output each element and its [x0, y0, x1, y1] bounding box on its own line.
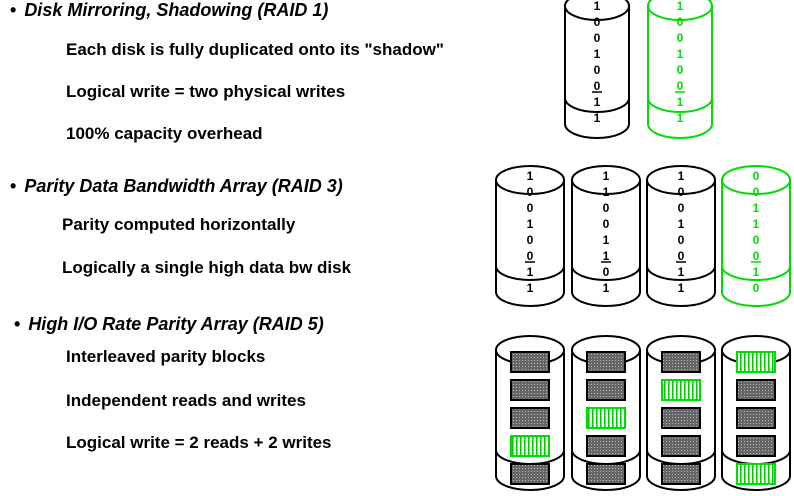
raid5-line-1: Interleaved parity blocks [66, 347, 266, 366]
bit-label: 0 [527, 233, 534, 247]
bullet: • [10, 0, 17, 20]
bit-label: 0 [677, 79, 684, 93]
bit-label: 1 [527, 217, 534, 231]
bit-label: 0 [527, 201, 534, 215]
bit-label: 0 [753, 249, 760, 263]
bit-label: 1 [677, 0, 684, 13]
raid5-disk [721, 335, 791, 491]
data-block [661, 463, 701, 485]
data-block [586, 463, 626, 485]
bit-label: 0 [678, 201, 685, 215]
data-block [736, 379, 776, 401]
raid3-heading: •Parity Data Bandwidth Array (RAID 3) [10, 176, 343, 196]
bit-label: 0 [678, 249, 685, 263]
parity-block [661, 379, 701, 401]
bullet: • [14, 314, 21, 334]
raid5-disk [646, 335, 716, 491]
parity-block [736, 463, 776, 485]
raid5-line-3: Logical write = 2 reads + 2 writes [66, 433, 332, 452]
raid5-disk [495, 335, 565, 491]
bit-label: 0 [527, 185, 534, 199]
bit-label: 1 [677, 111, 684, 125]
data-block [736, 435, 776, 457]
raid1-disk: 1 0 0 1 0 0 1 1 [564, 0, 630, 139]
parity-block [736, 351, 776, 373]
parity-block [586, 407, 626, 429]
bit-label: 0 [594, 79, 601, 93]
bit-label: 1 [603, 169, 610, 183]
bit-label: 0 [753, 169, 760, 183]
data-block [510, 407, 550, 429]
data-block [510, 351, 550, 373]
bit-label: 1 [527, 281, 534, 295]
bit-label: 0 [594, 63, 601, 77]
parity-block [510, 435, 550, 457]
raid1-disk: 1 0 0 1 0 0 1 1 [647, 0, 713, 139]
raid3-line-2: Logically a single high data bw disk [62, 258, 352, 277]
bit-label: 0 [678, 185, 685, 199]
raid1-line-1: Each disk is fully duplicated onto its "… [66, 40, 444, 59]
bit-label: 1 [527, 169, 534, 183]
raid1-heading: •Disk Mirroring, Shadowing (RAID 1) [10, 0, 329, 20]
bit-label: 0 [677, 15, 684, 29]
raid5-line-2: Independent reads and writes [66, 391, 306, 410]
bit-label: 0 [594, 15, 601, 29]
bit-label: 0 [594, 31, 601, 45]
bit-label: 1 [677, 47, 684, 61]
bit-label: 1 [594, 95, 601, 109]
data-block [510, 463, 550, 485]
data-block [586, 435, 626, 457]
bit-label: 1 [594, 111, 601, 125]
bit-label: 1 [753, 201, 760, 215]
raid5-disk [571, 335, 641, 491]
raid3-disk: 1 0 0 1 0 0 1 1 [495, 165, 565, 307]
bit-label: 1 [594, 47, 601, 61]
bit-label: 1 [678, 265, 685, 279]
bullet: • [10, 176, 17, 196]
bit-label: 1 [603, 249, 610, 263]
raid3-disk: 1 1 0 0 1 1 0 1 [571, 165, 641, 307]
bit-label: 0 [753, 185, 760, 199]
bit-label: 0 [677, 63, 684, 77]
bit-label: 1 [678, 169, 685, 183]
bit-label: 0 [603, 201, 610, 215]
bit-label: 1 [594, 0, 601, 13]
bit-label: 1 [753, 265, 760, 279]
bit-label: 0 [603, 265, 610, 279]
bit-label: 1 [527, 265, 534, 279]
bit-label: 0 [678, 233, 685, 247]
data-block [661, 435, 701, 457]
bit-label: 1 [603, 281, 610, 295]
data-block [661, 407, 701, 429]
raid3-disk: 0 0 1 1 0 0 1 0 [721, 165, 791, 307]
data-block [510, 379, 550, 401]
bit-label: 1 [753, 217, 760, 231]
raid3-disk: 1 0 0 1 0 0 1 1 [646, 165, 716, 307]
raid1-line-2: Logical write = two physical writes [66, 82, 346, 101]
bit-label: 1 [678, 217, 685, 231]
data-block [736, 407, 776, 429]
bit-label: 0 [677, 31, 684, 45]
raid5-heading: •High I/O Rate Parity Array (RAID 5) [14, 314, 324, 334]
bit-label: 0 [753, 233, 760, 247]
bit-label: 1 [677, 95, 684, 109]
data-block [586, 379, 626, 401]
bit-label: 1 [603, 185, 610, 199]
data-block [661, 351, 701, 373]
raid1-line-3: 100% capacity overhead [66, 124, 263, 143]
raid3-line-1: Parity computed horizontally [62, 215, 296, 234]
data-block [586, 351, 626, 373]
bit-label: 0 [527, 249, 534, 263]
bit-label: 0 [603, 217, 610, 231]
bit-label: 1 [603, 233, 610, 247]
bit-label: 1 [678, 281, 685, 295]
bit-label: 0 [753, 281, 760, 295]
